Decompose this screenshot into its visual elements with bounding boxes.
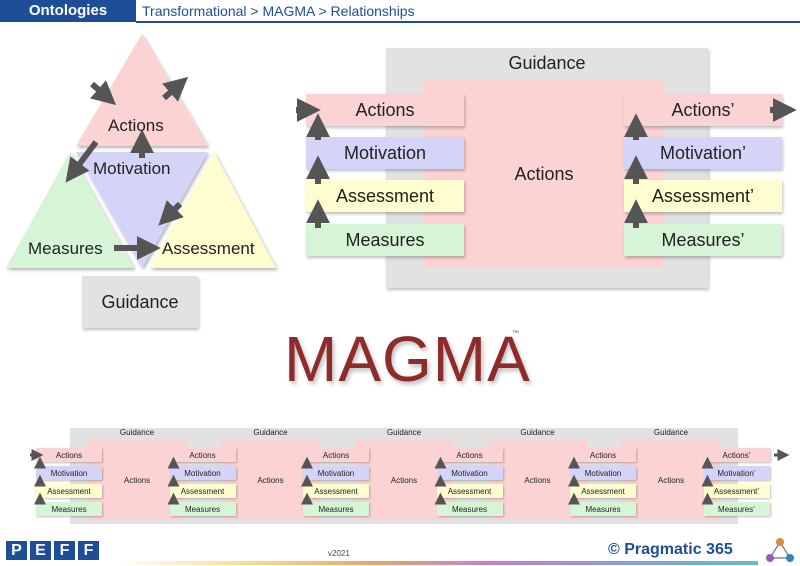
triangle-diagram (6, 34, 276, 268)
measures-triangle (6, 152, 134, 268)
mini-stack-box: Actions (36, 448, 102, 462)
mini-stack-box: Motivation (303, 466, 369, 480)
mini-stack-box: Motivation (36, 466, 102, 480)
molecule-logo-icon (766, 538, 794, 562)
mini-stack-box: Assessment (303, 484, 369, 498)
brand-label: © Pragmatic 365 (608, 541, 733, 558)
left-actions-box: Actions (306, 94, 464, 126)
mini-stack-box: Assessment (436, 484, 503, 498)
left-measures-box: Measures (306, 224, 464, 256)
trademark-mark: ™ (512, 330, 519, 337)
mini-stack-box: Motivation’ (703, 466, 770, 480)
mini-stack-box: Measures’ (703, 502, 770, 516)
mini-stack-box: Assessment (169, 484, 236, 498)
peff-letter: E (30, 541, 51, 560)
magma-title: MAGMA (284, 323, 531, 395)
mini-stack-box: Assessment’ (703, 484, 770, 498)
mini-stack-box: Measures (436, 502, 503, 516)
triangle-guidance-box: Guidance (82, 276, 198, 328)
mini-stack-box: Actions’ (703, 448, 770, 462)
right-measures-box: Measures’ (624, 224, 782, 256)
mini-stack-box: Motivation (570, 466, 636, 480)
mini-stack-box: Measures (570, 502, 636, 516)
right-actions-box: Actions’ (624, 94, 782, 126)
breadcrumb: Transformational > MAGMA > Relationships (142, 3, 415, 19)
mini-stack-box: Actions (169, 448, 236, 462)
mini-stack-box: Actions (303, 448, 369, 462)
peff-letter: F (54, 541, 75, 560)
peff-letter: F (78, 541, 99, 560)
mini-stack-box: Assessment (570, 484, 636, 498)
right-assessment-box: Assessment’ (624, 180, 782, 212)
big-diagram-arrows (296, 98, 797, 228)
header-rule (136, 21, 800, 23)
section-tab[interactable]: Ontologies (0, 0, 136, 22)
mini-stack-box: Measures (303, 502, 369, 516)
mini-stack-box: Measures (169, 502, 236, 516)
guidance-label: Guidance (508, 53, 586, 73)
right-motivation-box: Motivation’ (624, 137, 782, 169)
triangle-actions-label: Actions (108, 116, 164, 135)
actions-triangle (76, 34, 208, 146)
left-assessment-box: Assessment (306, 180, 464, 212)
peff-letter: P (6, 541, 27, 560)
triangle-motivation-label: Motivation (93, 159, 171, 178)
left-motivation-box: Motivation (306, 137, 464, 169)
assessment-triangle (150, 152, 276, 268)
mini-stack-box: Actions (436, 448, 503, 462)
mini-stack-box: Motivation (436, 466, 503, 480)
mini-stack-box: Actions (570, 448, 636, 462)
mini-stack-box: Motivation (169, 466, 236, 480)
version-label: v2021 (328, 549, 350, 558)
triangle-measures-label: Measures (28, 239, 103, 258)
mini-stack-box: Measures (36, 502, 102, 516)
mini-stack-box: Assessment (36, 484, 102, 498)
triangle-assessment-label: Assessment (162, 239, 255, 258)
footer-gradient-bar (118, 561, 758, 565)
mini-arrows (30, 449, 790, 505)
motivation-triangle (76, 152, 208, 268)
peff-logo: P E F F (6, 541, 99, 560)
